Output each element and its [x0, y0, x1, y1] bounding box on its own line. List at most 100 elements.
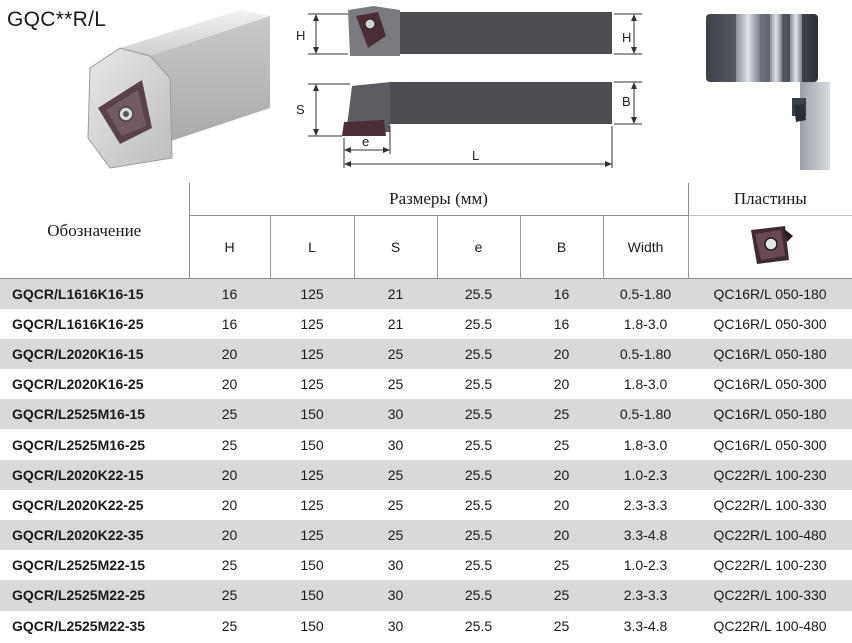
- column-header-h: H: [189, 215, 271, 279]
- insert-cell: QC22R/L 100-330: [713, 587, 827, 604]
- dimension-cell-width: 0.5-1.80: [619, 406, 672, 423]
- dimension-cell-l: 125: [300, 376, 324, 393]
- table-row: GQCR/L2020K16-25 20 125 25 25.5 20 1.8-3.0 QC16…: [0, 369, 852, 399]
- dimension-cell-b: 25: [553, 617, 570, 634]
- dimension-cell-width: 2.3-3.3: [623, 587, 668, 604]
- tool-in-turret-image: [700, 8, 840, 173]
- dimension-cell-e: 25.5: [464, 466, 493, 483]
- designation-cell: GQCR/L2525M16-25: [12, 436, 146, 453]
- table-row: GQCR/L2525M16-15 25 150 30 25.5 25 0.5-1.80 QC1…: [0, 399, 852, 430]
- dimension-cell-b: 20: [553, 376, 570, 393]
- dimension-cell-b: 20: [553, 496, 570, 513]
- dimension-cell-width: 0.5-1.80: [619, 345, 672, 362]
- table-row: GQCR/L1616K16-25 16 125 21 25.5 16 1.8-3.0 QC16…: [0, 309, 852, 339]
- dimension-cell-width: 1.0-2.3: [623, 557, 668, 574]
- dimension-cell-s: 21: [387, 315, 404, 332]
- dimension-cell-width: 1.8-3.0: [623, 376, 668, 393]
- insert-icon: [751, 225, 794, 264]
- dimension-cell-e: 25.5: [464, 376, 493, 393]
- column-header-e: e: [437, 215, 521, 279]
- dimension-cell-s: 21: [387, 285, 404, 302]
- dimension-cell-s: 25: [387, 376, 404, 393]
- dimension-cell-b: 20: [553, 527, 570, 544]
- dimension-cell-h: 25: [221, 617, 238, 634]
- dimension-cell-e: 25.5: [464, 527, 493, 544]
- column-header-b: B: [520, 215, 604, 279]
- designation-cell: GQCR/L2020K16-15: [12, 345, 144, 362]
- dimension-cell-width: 1.0-2.3: [623, 466, 668, 483]
- insert-cell: QC22R/L 100-230: [713, 466, 827, 483]
- column-header-s: S: [354, 215, 438, 279]
- dimension-cell-e: 25.5: [464, 617, 493, 634]
- designation-cell: GQCR/L2020K16-25: [12, 376, 144, 393]
- dimension-cell-l: 125: [300, 527, 324, 544]
- insert-cell: QC16R/L 050-300: [713, 315, 827, 332]
- dimension-cell-e: 25.5: [464, 557, 493, 574]
- dim-h-left: H: [296, 28, 305, 43]
- dim-h-right: H: [622, 30, 631, 45]
- dimension-cell-width: 2.3-3.3: [623, 496, 668, 513]
- dimension-cell-e: 25.5: [464, 496, 493, 513]
- dimension-cell-h: 20: [221, 376, 238, 393]
- header-designation: Обозначение: [0, 183, 190, 279]
- dim-e: e: [362, 134, 369, 149]
- insert-cell: QC22R/L 100-480: [713, 617, 827, 634]
- dimension-cell-e: 25.5: [464, 587, 493, 604]
- insert-cell: QC22R/L 100-230: [713, 557, 827, 574]
- dimension-cell-s: 30: [387, 406, 404, 423]
- designation-cell: GQCR/L1616K16-15: [12, 285, 144, 302]
- dimension-cell-b: 25: [553, 406, 570, 423]
- page-title: GQC**R/L: [7, 8, 107, 31]
- designation-cell: GQCR/L2525M16-15: [12, 406, 146, 423]
- dimension-cell-s: 25: [387, 527, 404, 544]
- dimension-cell-width: 3.3-4.8: [623, 527, 668, 544]
- dimension-cell-l: 125: [300, 466, 324, 483]
- dimension-cell-width: 1.8-3.0: [623, 315, 668, 332]
- insert-cell: QC22R/L 100-480: [713, 527, 827, 544]
- dimension-cell-b: 20: [553, 345, 570, 362]
- designation-cell: GQCR/L2020K22-15: [12, 466, 144, 483]
- designation-cell: GQCR/L2525M22-25: [12, 587, 146, 604]
- header-inserts: Пластины: [688, 183, 852, 216]
- insert-cell: QC16R/L 050-180: [713, 285, 827, 302]
- dimension-cell-h: 25: [221, 406, 238, 423]
- dimension-cell-h: 25: [221, 587, 238, 604]
- dimension-cell-e: 25.5: [464, 406, 493, 423]
- insert-cell: QC16R/L 050-300: [713, 376, 827, 393]
- dim-b: B: [622, 94, 631, 109]
- tool-holder-render: [87, 10, 270, 169]
- dimension-cell-h: 25: [221, 436, 238, 453]
- dimension-cell-s: 30: [387, 617, 404, 634]
- dimension-cell-l: 150: [300, 587, 324, 604]
- dimension-cell-width: 3.3-4.8: [623, 617, 668, 634]
- dimension-cell-b: 25: [553, 557, 570, 574]
- dimension-cell-l: 125: [300, 315, 324, 332]
- dimension-cell-h: 16: [221, 285, 238, 302]
- dimension-cell-h: 16: [221, 315, 238, 332]
- dimension-cell-s: 25: [387, 466, 404, 483]
- insert-cell: QC16R/L 050-180: [713, 406, 827, 423]
- dimension-cell-e: 25.5: [464, 315, 493, 332]
- dimension-cell-width: 1.8-3.0: [623, 436, 668, 453]
- dimension-cell-h: 25: [221, 557, 238, 574]
- dimension-cell-b: 16: [553, 315, 570, 332]
- tool-specification-table: Обозначение Размеры (мм) Пластины H L S …: [0, 183, 852, 641]
- dimension-cell-l: 150: [300, 406, 324, 423]
- designation-cell: GQCR/L1616K16-25: [12, 315, 144, 332]
- dimension-cell-l: 150: [300, 557, 324, 574]
- dimension-cell-e: 25.5: [464, 436, 493, 453]
- dimension-cell-h: 20: [221, 496, 238, 513]
- dim-s: S: [296, 102, 305, 117]
- dimension-cell-l: 125: [300, 496, 324, 513]
- dimension-cell-b: 25: [553, 587, 570, 604]
- insert-image-cell: [688, 215, 852, 279]
- insert-cell: QC22R/L 100-330: [713, 496, 827, 513]
- dimension-cell-h: 20: [221, 345, 238, 362]
